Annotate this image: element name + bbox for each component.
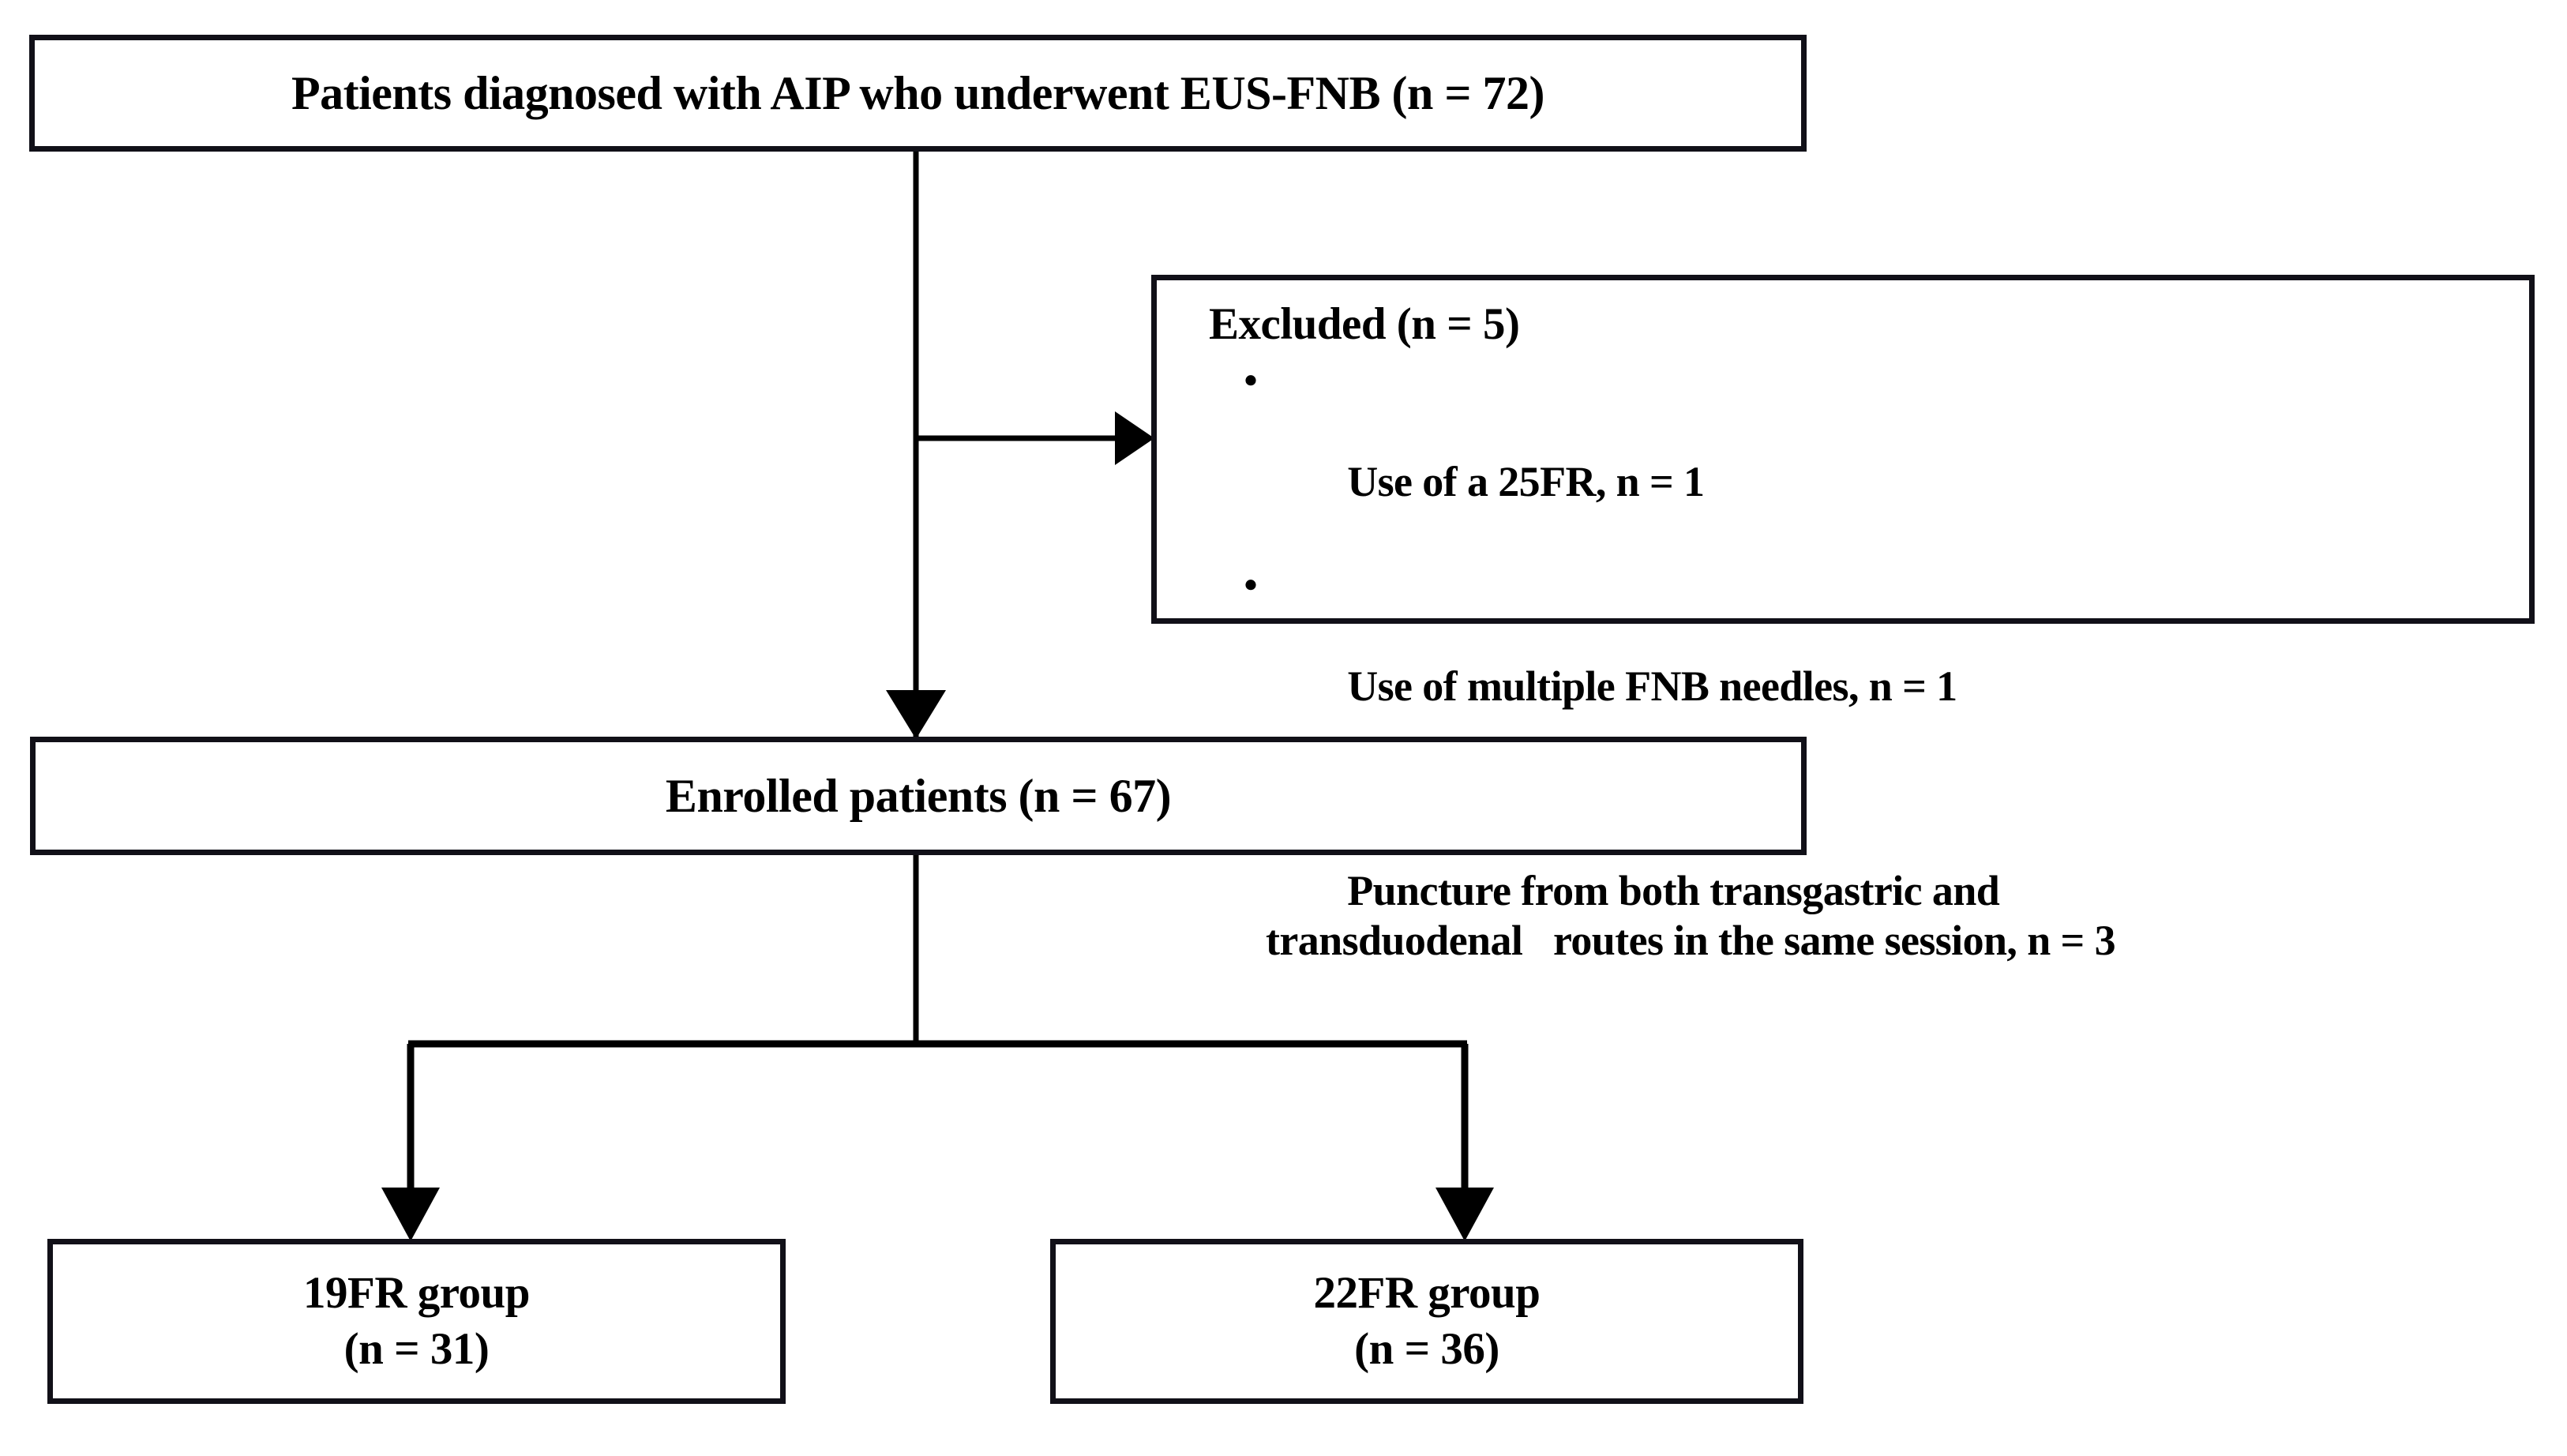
node-top-cohort: Patients diagnosed with AIP who underwen… bbox=[29, 35, 1807, 152]
node-enrolled-patients: Enrolled patients (n = 67) bbox=[30, 737, 1807, 855]
node-group-22fr-count: (n = 36) bbox=[1354, 1323, 1499, 1374]
node-excluded-title: Excluded (n = 5) bbox=[1209, 299, 1520, 349]
bullet-icon: ・ bbox=[1229, 562, 1272, 610]
node-group-22fr: 22FR group (n = 36) bbox=[1050, 1239, 1803, 1404]
excluded-reason-text: Use of a 25FR, n = 1 bbox=[1347, 458, 1705, 506]
excluded-reason-list: ・ Use of a 25FR, n = 1 ・ Use of multiple… bbox=[1209, 353, 2505, 1015]
excluded-reason-item: ・ Use of multiple FNB needles, n = 1 bbox=[1229, 562, 2505, 762]
node-excluded: Excluded (n = 5) ・ Use of a 25FR, n = 1 … bbox=[1151, 275, 2535, 964]
excluded-reason-text: Use of multiple FNB needles, n = 1 bbox=[1347, 662, 1957, 710]
node-group-19fr-title: 19FR group bbox=[303, 1267, 530, 1318]
node-top-cohort-label: Patients diagnosed with AIP who underwen… bbox=[291, 66, 1545, 119]
bullet-icon: ・ bbox=[1229, 358, 1272, 406]
arrowhead-into-enrolled bbox=[886, 690, 946, 739]
node-group-22fr-title: 22FR group bbox=[1313, 1267, 1541, 1318]
excluded-reason-text: Puncture from both transgastric and tran… bbox=[1266, 866, 2116, 964]
node-enrolled-patients-label: Enrolled patients (n = 67) bbox=[665, 769, 1172, 822]
arrowhead-into-excluded bbox=[1115, 411, 1154, 465]
node-group-19fr: 19FR group (n = 31) bbox=[47, 1239, 786, 1404]
node-group-19fr-count: (n = 31) bbox=[343, 1323, 490, 1374]
arrowhead-into-22fr bbox=[1435, 1188, 1494, 1241]
excluded-reason-item: ・ Use of a 25FR, n = 1 bbox=[1229, 358, 2505, 557]
arrowhead-into-19fr bbox=[381, 1188, 440, 1241]
